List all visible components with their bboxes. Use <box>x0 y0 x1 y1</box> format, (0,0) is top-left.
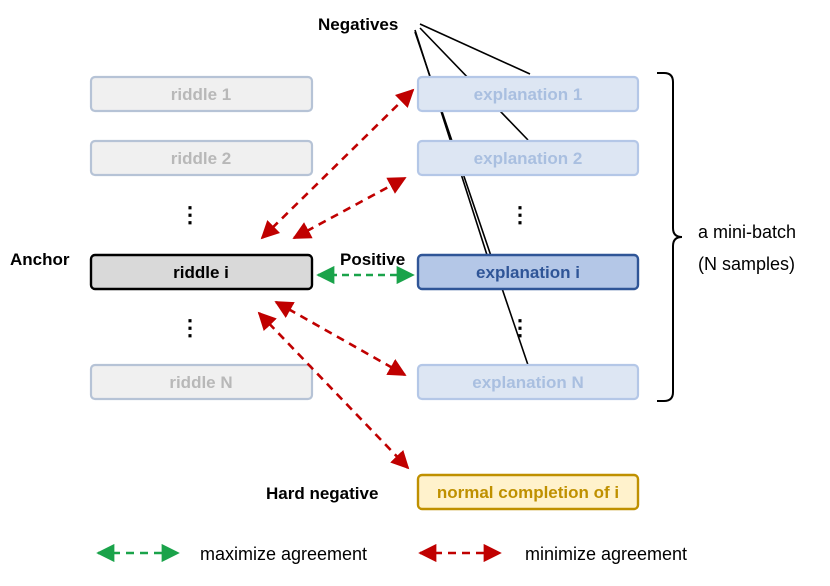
negatives-line-1 <box>419 23 531 75</box>
explanation-1-box: explanation 1 <box>416 75 640 113</box>
legend-minimize-label: minimize agreement <box>525 544 687 564</box>
explanation-1-label: explanation 1 <box>474 85 583 104</box>
mini-batch-count: (N samples) <box>698 254 795 274</box>
positive-label: Positive <box>340 250 405 269</box>
riddle-ellipsis-bottom: ⋮ <box>179 315 201 340</box>
negatives-label: Negatives <box>318 15 398 34</box>
hard-negative-label: Hard negative <box>266 484 378 503</box>
explanation-ellipsis-bottom: ⋮ <box>509 315 531 340</box>
explanation-2-label: explanation 2 <box>474 149 583 168</box>
riddle-i-label: riddle i <box>173 263 229 282</box>
riddle-i-box: riddle i <box>89 253 314 291</box>
legend-maximize-label: maximize agreement <box>200 544 367 564</box>
explanation-i-label: explanation i <box>476 263 580 282</box>
arrow-riddle-i-explanation-1 <box>260 88 415 240</box>
riddle-1-box: riddle 1 <box>89 75 314 113</box>
arrow-riddle-i-explanation-2 <box>292 176 407 240</box>
arrow-riddle-i-hard-negative <box>257 311 410 470</box>
explanation-ellipsis-top: ⋮ <box>509 202 531 227</box>
explanation-2-box: explanation 2 <box>416 139 640 177</box>
riddle-n-label: riddle N <box>169 373 232 392</box>
riddle-n-box: riddle N <box>89 363 314 401</box>
hard-negative-box-label: normal completion of i <box>437 483 619 502</box>
explanation-n-box: explanation N <box>416 363 640 401</box>
hard-negative-box: normal completion of i <box>416 473 640 511</box>
riddle-2-label: riddle 2 <box>171 149 231 168</box>
riddle-1-label: riddle 1 <box>171 85 231 104</box>
explanation-i-box: explanation i <box>416 253 640 291</box>
anchor-label: Anchor <box>10 250 70 269</box>
explanation-n-label: explanation N <box>472 373 583 392</box>
riddle-ellipsis-top: ⋮ <box>179 202 201 227</box>
mini-batch-label: a mini-batch <box>698 222 796 242</box>
riddle-2-box: riddle 2 <box>89 139 314 177</box>
mini-batch-bracket <box>657 72 683 402</box>
